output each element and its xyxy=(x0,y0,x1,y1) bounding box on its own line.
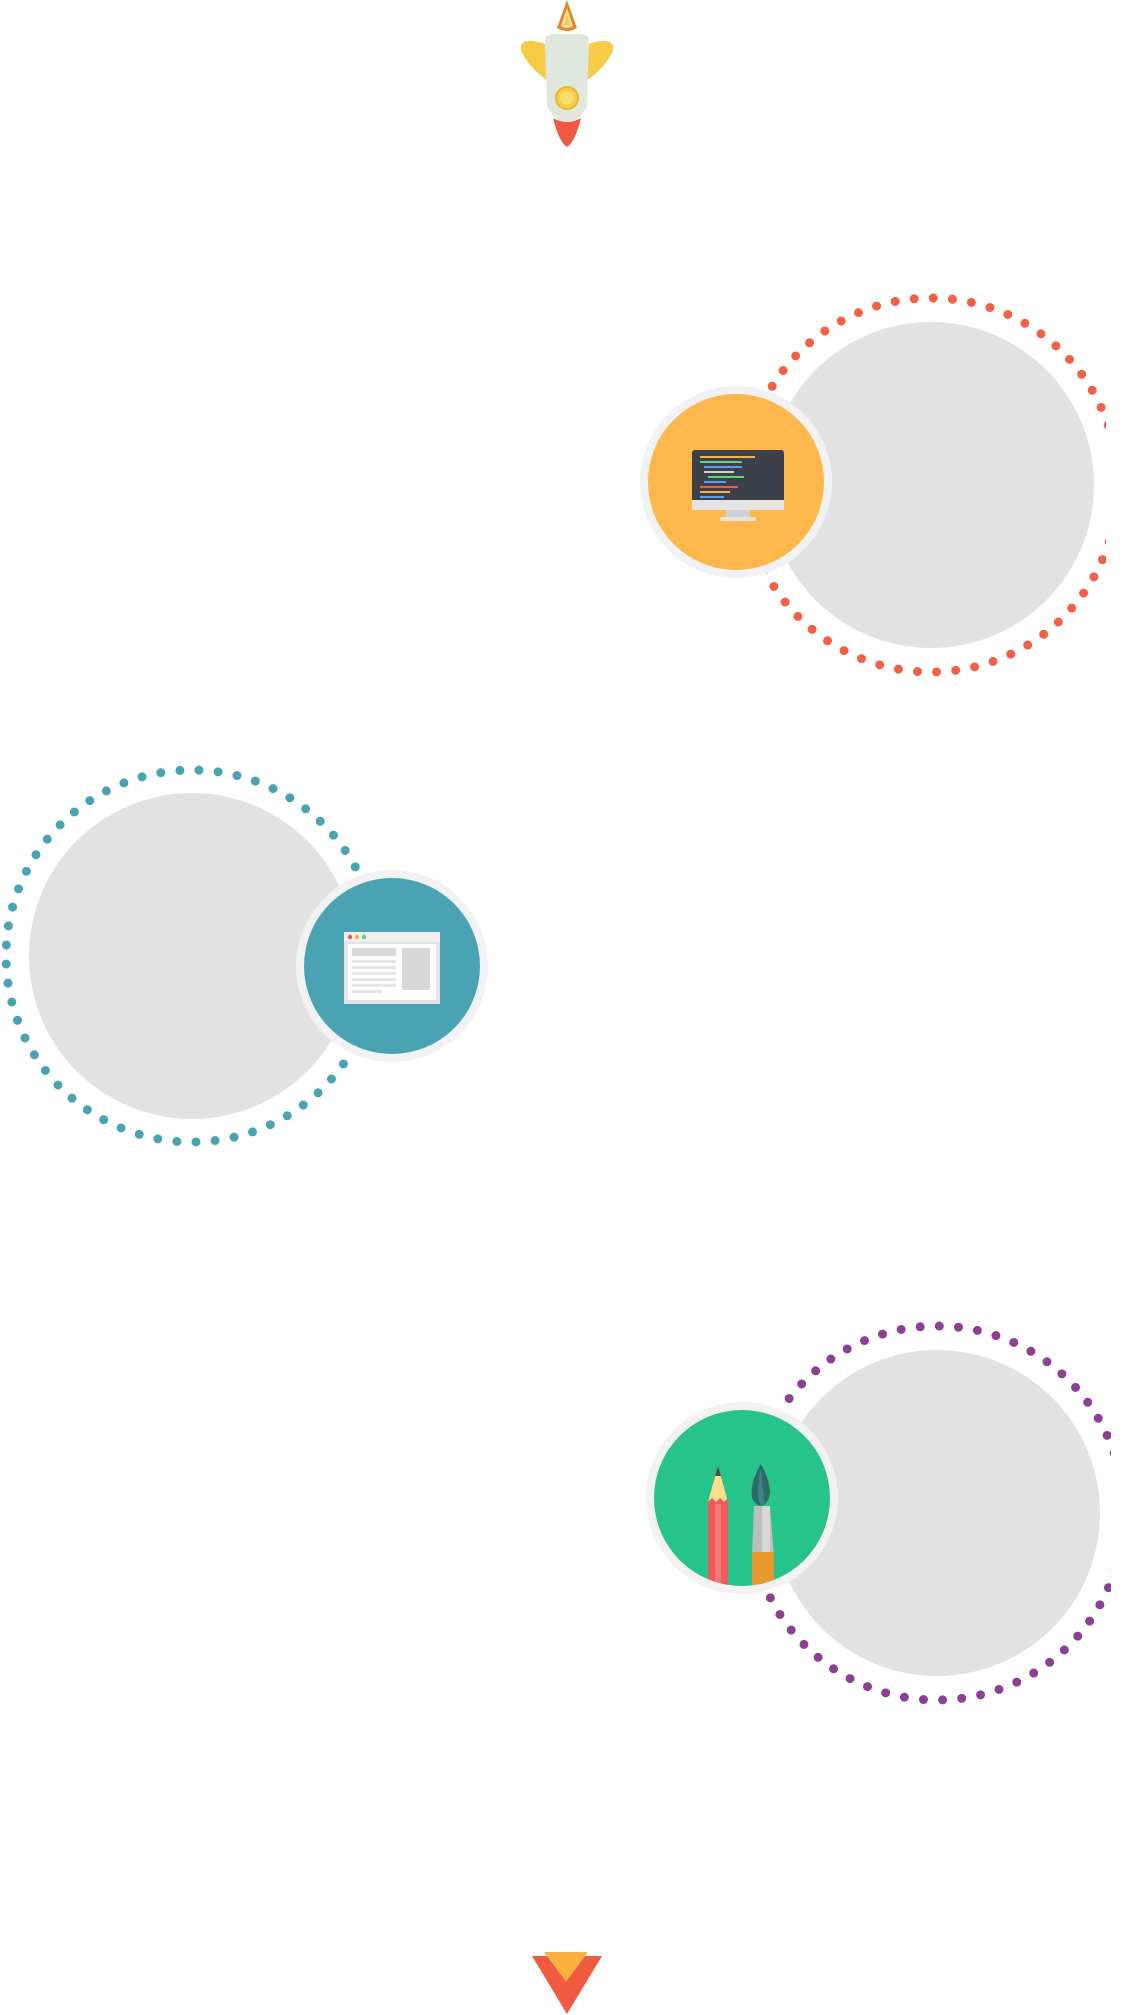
placeholder-circle xyxy=(768,322,1094,648)
placeholder-circle xyxy=(29,793,355,1119)
monitor-code-icon xyxy=(692,450,784,521)
down-arrow-icon[interactable] xyxy=(532,1948,602,2015)
rocket-icon xyxy=(515,0,619,148)
badge-web xyxy=(296,870,488,1062)
dotted-ring xyxy=(766,1320,1111,1710)
dotted-ring xyxy=(0,762,370,1152)
pencil-brush-icon xyxy=(708,1464,774,1586)
section-coding xyxy=(640,290,1129,680)
badge-design xyxy=(646,1402,838,1594)
badge-coding xyxy=(640,386,832,578)
dotted-ring xyxy=(766,290,1106,680)
section-web xyxy=(0,762,490,1152)
placeholder-circle xyxy=(774,1350,1100,1676)
section-design xyxy=(646,1320,1129,1710)
browser-window-icon xyxy=(344,932,440,1004)
